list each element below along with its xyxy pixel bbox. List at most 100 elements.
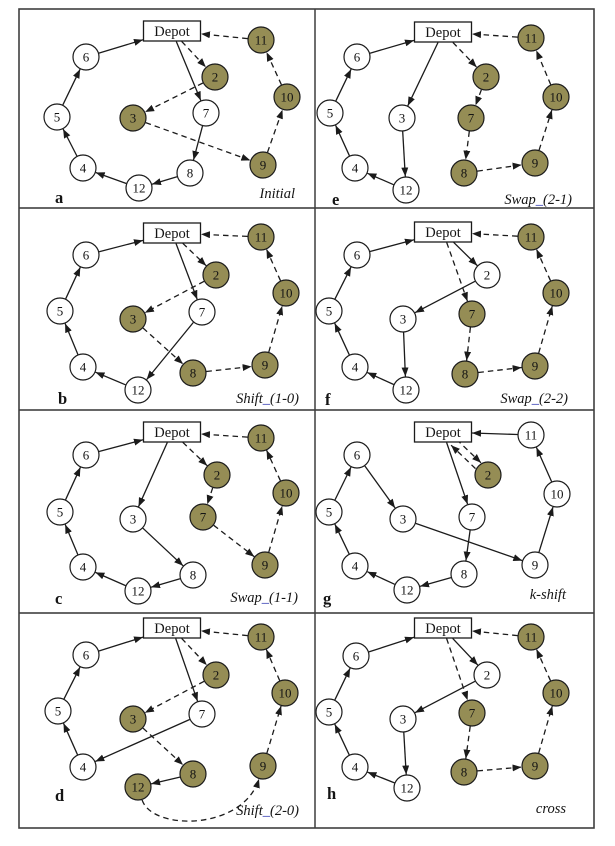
node-6: [72, 641, 100, 669]
node-5-label: 5: [326, 505, 333, 520]
node-7: [188, 700, 216, 728]
edge-11-depot: [471, 429, 518, 437]
edge-depot-2: [181, 40, 207, 68]
depot-label: Depot: [425, 25, 460, 41]
node-5-label: 5: [54, 110, 61, 125]
edge-10-11: [535, 50, 552, 85]
edge-12-4: [367, 172, 394, 186]
node-2-label: 2: [484, 268, 491, 283]
edge-2-3: [144, 680, 205, 714]
edge-3-12: [401, 131, 409, 177]
node-4: [69, 553, 97, 581]
node-8-label: 8: [190, 767, 197, 782]
edge-2-3: [414, 280, 476, 314]
node-8: [450, 560, 478, 588]
node-11-label: 11: [525, 428, 538, 443]
edge-depot-2: [182, 242, 207, 267]
node-9: [521, 551, 549, 579]
edge-9-10: [266, 109, 284, 153]
edge-depot-7: [446, 242, 469, 302]
edge-2-3: [414, 680, 476, 714]
edge-12-9: [141, 778, 260, 822]
node-3: [389, 705, 417, 733]
node-6: [343, 43, 371, 71]
node-4-label: 4: [352, 360, 359, 375]
edge-4-5: [64, 323, 79, 355]
node-7: [457, 104, 485, 132]
node-12-label: 12: [400, 183, 413, 198]
node-4-label: 4: [80, 161, 87, 176]
node-9-label: 9: [262, 558, 269, 573]
node-5-label: 5: [57, 304, 64, 319]
node-3: [389, 305, 417, 333]
node-10: [271, 679, 299, 707]
node-12: [124, 376, 152, 404]
edge-5-6: [63, 666, 81, 700]
edge-12-4: [367, 571, 395, 585]
edge-9-10: [538, 705, 554, 754]
edge-11-depot: [200, 431, 248, 439]
panel-letter-c: c: [55, 589, 62, 608]
edge-7-8: [463, 530, 471, 561]
op-label-g: k-shift: [530, 587, 567, 603]
node-6: [72, 441, 100, 469]
depot-label: Depot: [154, 24, 189, 40]
edge-11-depot: [471, 31, 518, 39]
edge-5-6: [334, 266, 352, 300]
depot-box: [413, 617, 473, 639]
node-6-label: 6: [83, 448, 90, 463]
panel-letter-g: g: [323, 589, 332, 608]
node-3-label: 3: [130, 512, 137, 527]
node-3: [119, 705, 147, 733]
node-11-label: 11: [255, 230, 268, 245]
node-2: [202, 261, 230, 289]
node-3-label: 3: [400, 712, 407, 727]
edge-10-11: [265, 249, 282, 281]
node-4: [341, 353, 369, 381]
edge-5-6: [62, 68, 81, 106]
node-9: [249, 151, 277, 179]
node-4-label: 4: [352, 760, 359, 775]
node-10-label: 10: [550, 686, 563, 701]
node-8: [450, 758, 478, 786]
node-2-label: 2: [212, 70, 219, 85]
node-12-label: 12: [133, 181, 146, 196]
node-4-label: 4: [352, 559, 359, 574]
node-7-label: 7: [469, 706, 476, 721]
depot-box: [413, 21, 473, 43]
node-2: [472, 63, 500, 91]
edge-7-4: [95, 718, 190, 763]
node-12-label: 12: [400, 383, 413, 398]
edge-depot-2: [453, 241, 478, 267]
edge-7-12: [146, 321, 194, 381]
node-12: [392, 176, 420, 204]
node-5: [46, 297, 74, 325]
node-4-label: 4: [80, 360, 87, 375]
node-8-label: 8: [462, 367, 469, 382]
node-12-label: 12: [401, 583, 414, 598]
node-5-label: 5: [55, 704, 62, 719]
edge-8-12: [150, 776, 181, 786]
edge-depot-7: [445, 638, 469, 701]
node-8: [451, 360, 479, 388]
depot-box: [413, 421, 473, 443]
node-9-label: 9: [260, 759, 267, 774]
node-11-label: 11: [525, 31, 538, 46]
edge-6-depot: [369, 238, 415, 253]
edge-depot-2: [452, 637, 479, 666]
node-5: [315, 498, 343, 526]
edge-5-6: [334, 667, 351, 701]
node-12-label: 12: [401, 781, 414, 796]
panel-letter-b: b: [58, 389, 67, 408]
edge-depot-2: [181, 637, 208, 666]
node-10-label: 10: [551, 487, 564, 502]
node-12: [392, 376, 420, 404]
node-11-label: 11: [255, 431, 268, 446]
edge-4-5: [62, 723, 79, 755]
node-2-label: 2: [484, 668, 491, 683]
node-6-label: 6: [354, 248, 361, 263]
node-11-label: 11: [255, 33, 268, 48]
